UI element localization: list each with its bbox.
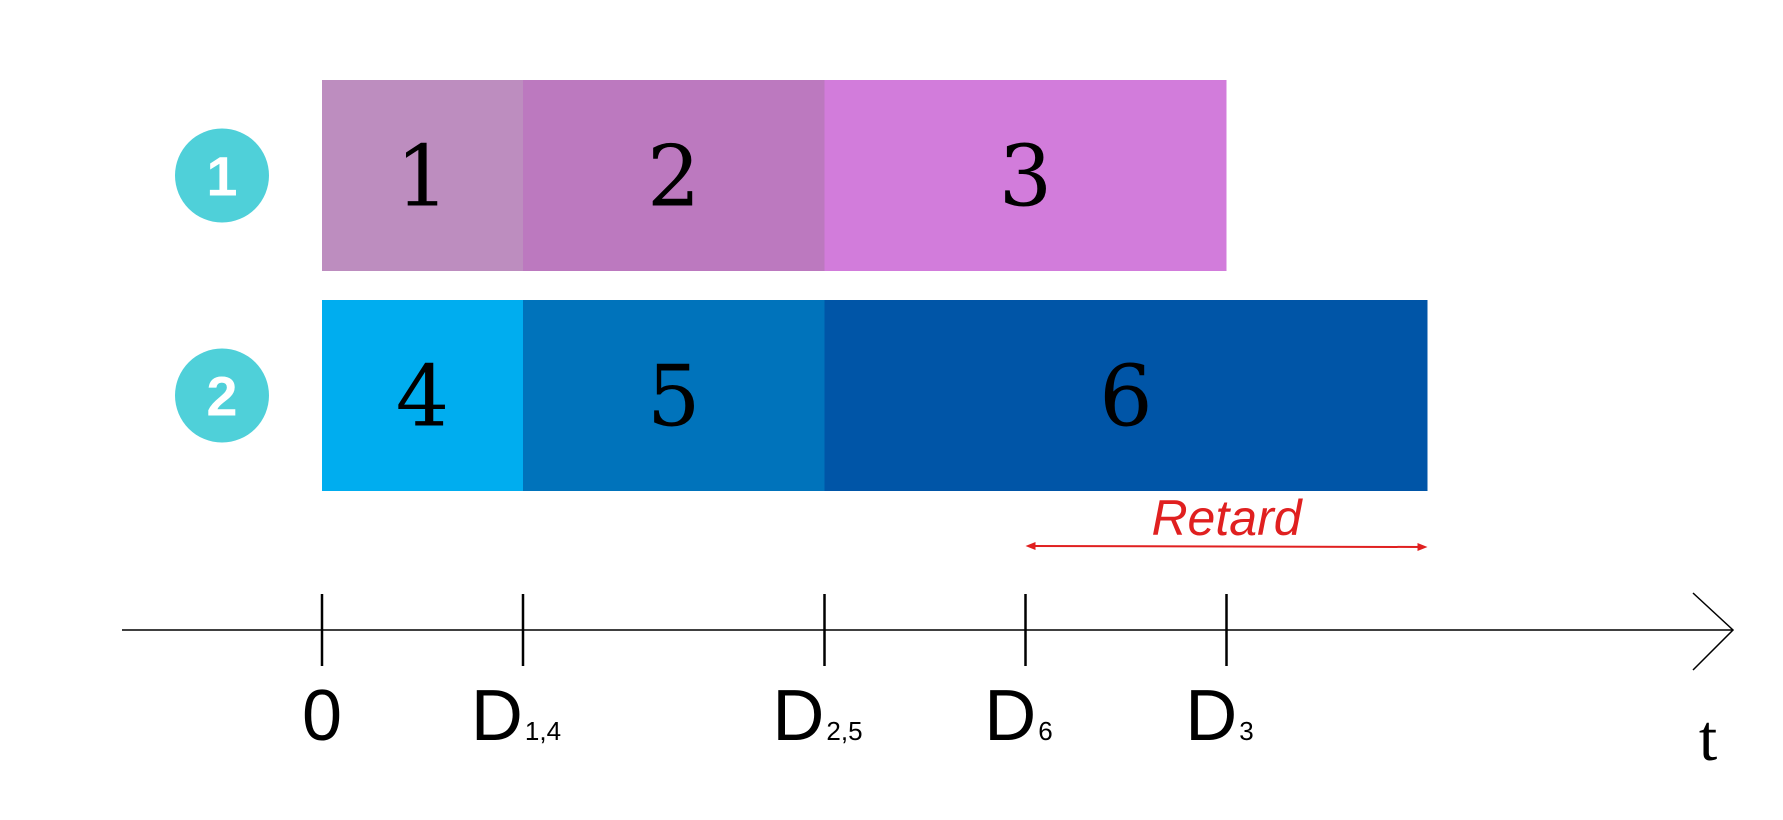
task-label: 2 [647, 128, 700, 226]
tick-label: D1,4 [471, 676, 561, 756]
tick-label-main: D [984, 676, 1036, 756]
tick-label: D3 [1185, 676, 1253, 756]
machine-badge-2: 2 [175, 348, 269, 443]
task-block-6: 6 [824, 300, 1428, 491]
tick-label-subscript: 2,5 [826, 716, 862, 746]
tick-label: 0 [302, 676, 342, 756]
axis-label: t [1699, 702, 1717, 775]
task-label: 1 [396, 128, 449, 226]
task-block-3: 3 [824, 80, 1227, 271]
axis-tick-1: D1,4 [471, 594, 561, 756]
axis-tick-3: D6 [984, 594, 1053, 756]
task-bar [322, 300, 523, 491]
task-block-1: 1 [322, 80, 523, 271]
axis-tick-4: D3 [1185, 594, 1254, 756]
task-block-5: 5 [523, 300, 825, 491]
badge-circle [175, 348, 269, 443]
axis-tick-0: 0 [302, 594, 342, 756]
task-bar [322, 80, 523, 271]
tick-label-subscript: 3 [1239, 716, 1253, 746]
tick-label-subscript: 1,4 [525, 716, 561, 746]
badge-label: 2 [206, 365, 237, 428]
tick-label-main: D [471, 676, 523, 756]
task-label: 6 [1099, 348, 1152, 446]
machine-badges: 12 [175, 128, 269, 443]
retard-arrow-head-left [1025, 542, 1036, 550]
task-bar [523, 80, 825, 271]
task-label: 3 [999, 128, 1052, 226]
tick-label-main: D [1185, 676, 1237, 756]
tick-label-subscript: 6 [1038, 716, 1052, 746]
task-bar [523, 300, 825, 491]
task-block-4: 4 [322, 300, 523, 491]
retard-annotation: Retard [1025, 490, 1428, 551]
axis-arrowhead [1692, 592, 1735, 671]
axis-tick-2: D2,5 [772, 594, 863, 756]
badge-circle [175, 128, 269, 223]
retard-arrow-line [1031, 545, 1422, 548]
task-block-2: 2 [523, 80, 825, 271]
tick-label: D6 [984, 676, 1052, 756]
task-label: 4 [396, 348, 449, 446]
tick-label-main: 0 [302, 676, 342, 756]
task-bar [824, 80, 1227, 271]
machine-badge-1: 1 [175, 128, 269, 223]
machine-rows: 1 2 3 4 5 6 [322, 80, 1428, 491]
task-bar [824, 300, 1428, 491]
tick-label: D2,5 [772, 676, 862, 756]
badge-label: 1 [206, 145, 237, 208]
retard-arrow-head-right [1417, 543, 1428, 551]
tick-label-main: D [772, 676, 824, 756]
retard-label: Retard [1151, 490, 1303, 546]
task-label: 5 [647, 348, 700, 446]
